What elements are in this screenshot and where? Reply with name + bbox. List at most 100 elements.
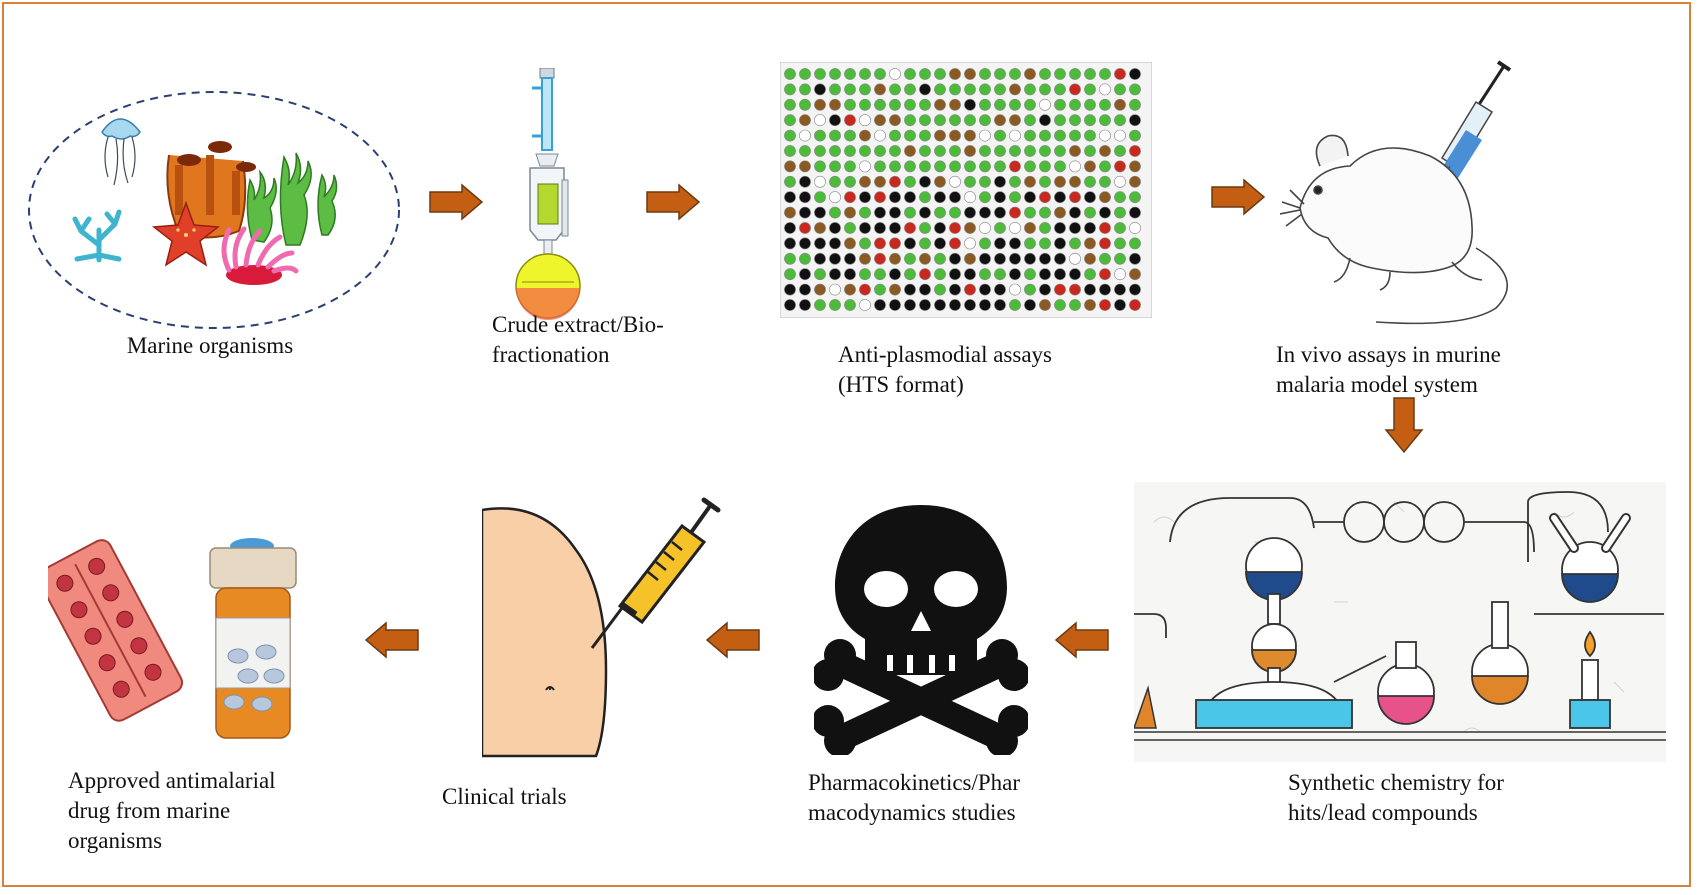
plate-well — [919, 299, 931, 311]
plate-well — [949, 283, 961, 296]
plate-well — [1069, 206, 1081, 219]
plate-well — [919, 175, 931, 188]
plate-well — [1054, 237, 1066, 250]
plate-well — [784, 114, 796, 127]
plate-well — [904, 68, 916, 80]
plate-well — [979, 268, 991, 281]
jellyfish-icon — [101, 118, 141, 186]
plate-well — [964, 268, 976, 281]
plate-well — [904, 283, 916, 296]
plate-well — [844, 222, 856, 234]
plate-well — [1129, 145, 1141, 157]
plate-well — [1114, 68, 1126, 80]
plate-well — [1069, 83, 1081, 96]
plate-well — [889, 114, 901, 127]
plate-well — [859, 222, 871, 234]
plate-well — [874, 222, 886, 234]
plate-well — [934, 222, 946, 234]
plate-well — [1099, 268, 1111, 281]
plate-well — [994, 145, 1006, 157]
plate-well — [814, 160, 826, 173]
plate-well — [859, 145, 871, 157]
plate-well — [919, 222, 931, 234]
plate-well — [1009, 145, 1021, 157]
plate-well — [904, 252, 916, 265]
plate-well — [1099, 237, 1111, 250]
plate-well — [874, 83, 886, 96]
plate-well — [799, 237, 811, 250]
plate-well — [1024, 206, 1036, 219]
plate-well — [799, 206, 811, 219]
plate-well — [814, 129, 826, 142]
plate-well — [784, 68, 796, 80]
plate-well — [1114, 206, 1126, 219]
plate-well — [799, 83, 811, 96]
plate-well — [814, 299, 826, 311]
plate-well — [904, 191, 916, 204]
plate-well — [1129, 83, 1141, 96]
plate-well — [994, 283, 1006, 296]
plate-well — [889, 268, 901, 281]
plate-well — [814, 268, 826, 281]
plate-well — [1009, 175, 1021, 188]
plate-well — [1054, 268, 1066, 281]
plate-well — [1039, 114, 1051, 127]
plate-well — [1039, 206, 1051, 219]
plate-well — [1099, 252, 1111, 265]
plate-well — [1024, 98, 1036, 111]
approved-drug-illustration — [48, 526, 328, 746]
plate-well — [934, 252, 946, 265]
plate-well — [1084, 160, 1096, 173]
plate-well — [1009, 83, 1021, 96]
plate-well — [889, 252, 901, 265]
plate-well — [1084, 145, 1096, 157]
plate-well — [874, 268, 886, 281]
plate-well — [949, 145, 961, 157]
plate-well — [1024, 191, 1036, 204]
plate-well — [889, 160, 901, 173]
plate-well — [814, 83, 826, 96]
plate-well — [904, 98, 916, 111]
plate-well — [829, 83, 841, 96]
plate-well — [919, 206, 931, 219]
plate-well — [859, 83, 871, 96]
plate-well — [1039, 252, 1051, 265]
plate-well — [979, 175, 991, 188]
plate-well — [979, 206, 991, 219]
plate-well — [784, 160, 796, 173]
plate-well — [1024, 129, 1036, 142]
plate-well — [1129, 129, 1141, 142]
plate-well — [829, 237, 841, 250]
plate-well — [844, 268, 856, 281]
plate-well — [814, 145, 826, 157]
plate-well — [1129, 175, 1141, 188]
plate-well — [964, 175, 976, 188]
plate-well — [799, 68, 811, 80]
plate-well — [1129, 206, 1141, 219]
plate-well — [1069, 145, 1081, 157]
plate-well — [889, 129, 901, 142]
plate-well — [1009, 98, 1021, 111]
plate-well — [874, 129, 886, 142]
arrow-down — [1384, 396, 1424, 454]
plate-well — [964, 206, 976, 219]
plate-well — [799, 145, 811, 157]
plate-well — [844, 68, 856, 80]
plate-well — [1054, 114, 1066, 127]
plate-well — [1009, 191, 1021, 204]
plate-well — [799, 252, 811, 265]
plate-well — [994, 68, 1006, 80]
plate-well — [829, 160, 841, 173]
plate-well — [889, 283, 901, 296]
approved-drug-label: Approved antimalarial drug from marine o… — [68, 768, 276, 853]
plate-well — [994, 299, 1006, 311]
plate-well — [1039, 83, 1051, 96]
plate-well — [994, 191, 1006, 204]
plate-well — [889, 299, 901, 311]
plate-well — [994, 222, 1006, 234]
plate-well — [1069, 98, 1081, 111]
plate-well — [904, 83, 916, 96]
plate-well — [949, 114, 961, 127]
plate-well — [994, 98, 1006, 111]
plate-well — [994, 160, 1006, 173]
